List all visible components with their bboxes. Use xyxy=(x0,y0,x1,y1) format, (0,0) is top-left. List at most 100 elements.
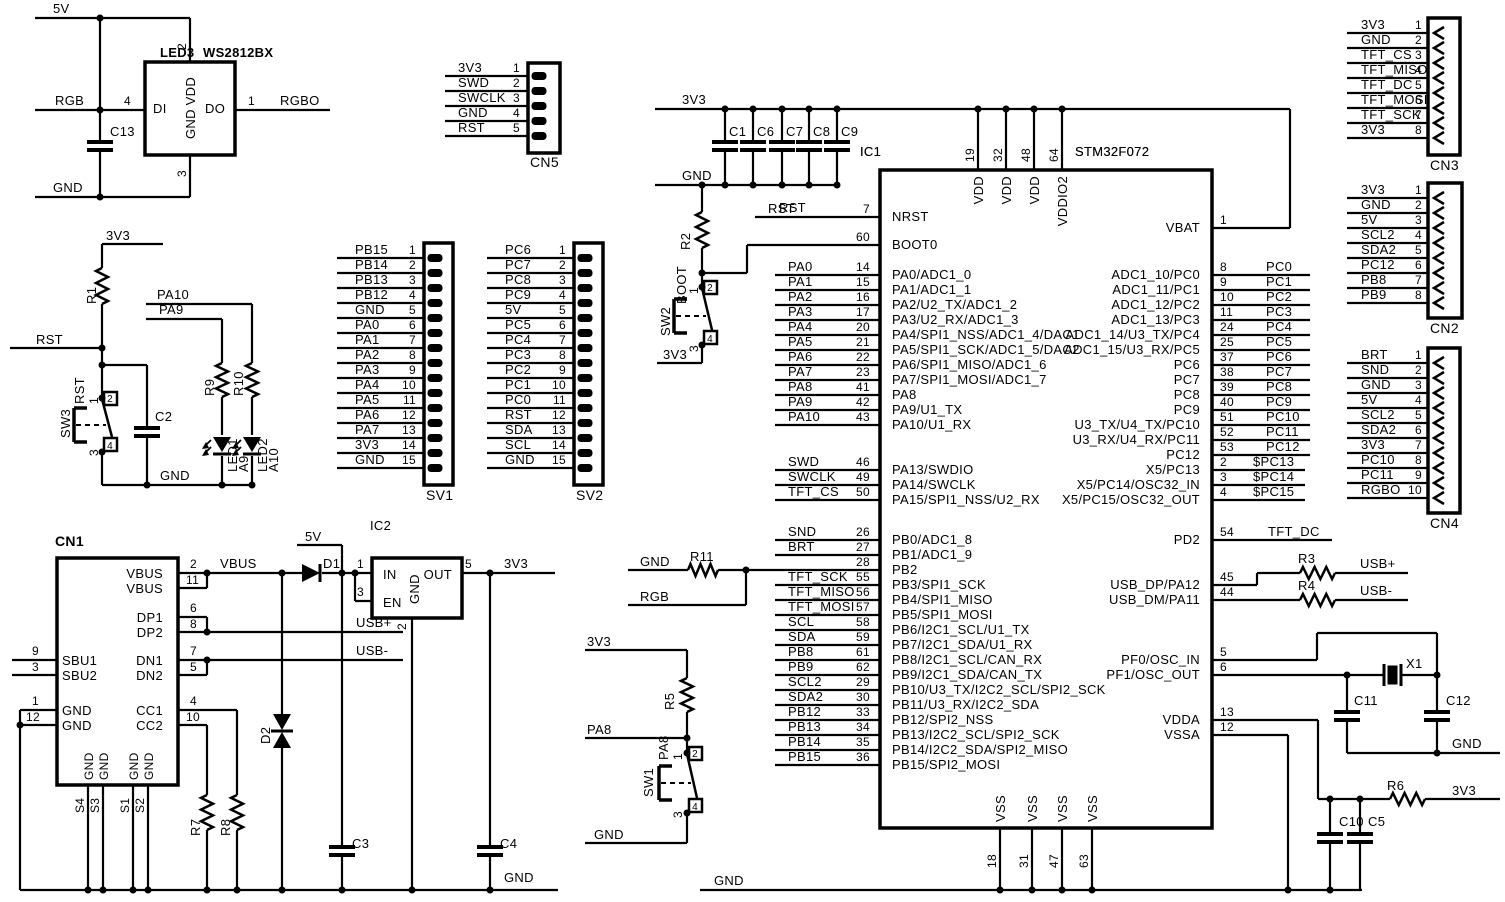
net-label: PC3 xyxy=(505,347,531,362)
junction-dot xyxy=(1326,886,1334,894)
pin-number: 1 xyxy=(1415,348,1422,362)
socket-pin-icon xyxy=(1431,280,1445,296)
net-label: SND xyxy=(788,524,816,539)
junction-dot xyxy=(129,886,137,894)
led-arrow xyxy=(232,442,239,449)
component-ref: S4 xyxy=(73,798,87,813)
pin-number: 14 xyxy=(552,438,566,452)
junction-dot xyxy=(721,181,729,189)
net-label: GND xyxy=(160,468,190,483)
net-label: TFT_MISO xyxy=(788,584,855,599)
net-label: 5V xyxy=(305,529,322,544)
pin-function: PA14/SWCLK xyxy=(892,477,976,492)
net-label: 3V3 xyxy=(1361,437,1385,452)
component-ref: R11 xyxy=(690,549,714,564)
junction-dot xyxy=(698,341,706,349)
net-label: RST xyxy=(779,200,806,215)
junction-dot xyxy=(698,181,706,189)
net-label: 3V3 xyxy=(1452,783,1476,798)
net-label: SWCLK xyxy=(458,90,506,105)
net-label: GND xyxy=(127,752,141,780)
net-label: SDA xyxy=(788,629,816,644)
pin-number: 57 xyxy=(856,600,870,614)
pin-function: PA13/SWDIO xyxy=(892,462,974,477)
net-label: 1 xyxy=(671,753,685,760)
pin-function: PA0/ADC1_0 xyxy=(892,267,971,282)
socket-pin-icon xyxy=(1431,265,1445,281)
net-label: PA0 xyxy=(355,317,380,332)
pin-function: PB7/I2C1_SDA/U1_RX xyxy=(892,637,1033,652)
junction-dot xyxy=(98,448,106,456)
pin-function: VSSA xyxy=(1164,727,1200,742)
net-label: 1 xyxy=(32,694,39,708)
pin-number: 39 xyxy=(1220,380,1234,394)
pin-number: 7 xyxy=(559,333,566,347)
net-label: 5V xyxy=(1361,212,1378,227)
socket-pin-icon xyxy=(1431,400,1445,416)
net-label: 5V xyxy=(53,1,70,16)
component-ref: R7 xyxy=(188,819,203,836)
net-label: GND xyxy=(62,703,92,718)
junction-dot xyxy=(833,181,841,189)
junction-dot xyxy=(203,656,211,664)
pin-function: PC7 xyxy=(1174,372,1200,387)
resistor-symbol xyxy=(243,361,261,399)
net-label: 11 xyxy=(186,573,199,587)
net-label: GND xyxy=(355,452,385,467)
pin-number: 4 xyxy=(513,106,520,120)
net-label: PA7 xyxy=(788,364,813,379)
pin-function: PA1/ADC1_1 xyxy=(892,282,971,297)
net-label: PA9 xyxy=(159,302,184,317)
pin-number: 1 xyxy=(1415,18,1422,32)
net-label: STM32F072 xyxy=(1075,144,1149,159)
pin-number: 33 xyxy=(856,705,870,719)
net-label: 5V xyxy=(505,302,522,317)
pin-number: 28 xyxy=(856,555,870,569)
switch-pad xyxy=(702,329,719,346)
connector-sv2 xyxy=(572,241,605,487)
resistor-symbol xyxy=(213,361,231,399)
header-pin-icon xyxy=(577,419,593,427)
header-pin-icon xyxy=(427,329,443,337)
net-label: PA8 xyxy=(587,722,612,737)
junction-dot xyxy=(698,283,706,291)
net-label: TFT_MOSI xyxy=(1361,92,1428,107)
net-label: 2 xyxy=(175,43,189,50)
net-label: 4 xyxy=(692,802,698,813)
junction-dot xyxy=(96,193,104,201)
junction-dot xyxy=(98,344,106,352)
net-label: PC5 xyxy=(1266,334,1292,349)
pin-number: 17 xyxy=(856,305,870,319)
header-pin-icon xyxy=(427,284,443,292)
net-label: PB13 xyxy=(788,719,821,734)
junction-dot xyxy=(1326,795,1334,803)
junction-layer xyxy=(16,14,1441,894)
pin-function: PB14/I2C2_SDA/SPI2_MISO xyxy=(892,742,1068,757)
component-ref: S1 xyxy=(118,798,132,813)
junction-dot xyxy=(749,105,757,113)
net-label: PC0 xyxy=(1266,259,1292,274)
header-pin-icon xyxy=(577,389,593,397)
net-label: PA10 xyxy=(788,409,820,424)
junction-dot xyxy=(1433,749,1441,757)
net-label: 6 xyxy=(190,601,197,615)
junction-dot xyxy=(749,181,757,189)
pin-number: 58 xyxy=(856,615,870,629)
net-label: TFT_SCK xyxy=(1361,107,1421,122)
resistor-symbol xyxy=(693,210,711,250)
pin-number: 44 xyxy=(1220,585,1234,599)
component-ref: IC1 xyxy=(860,144,881,159)
net-label: PB8 xyxy=(788,644,813,659)
pin-number: 5 xyxy=(559,303,566,317)
led-arrow xyxy=(202,449,209,456)
socket-pin-icon xyxy=(1431,355,1445,371)
header-pin-icon xyxy=(577,299,593,307)
net-label: BRT xyxy=(788,539,815,554)
header-pin-icon xyxy=(427,359,443,367)
net-label: PA9 xyxy=(788,394,813,409)
component-ref: C11 xyxy=(1354,693,1378,708)
net-label: 3V3 xyxy=(355,437,379,452)
net-label: RST xyxy=(458,120,485,135)
pin-number: 8 xyxy=(559,348,566,362)
pin-function: VDD xyxy=(971,176,986,204)
